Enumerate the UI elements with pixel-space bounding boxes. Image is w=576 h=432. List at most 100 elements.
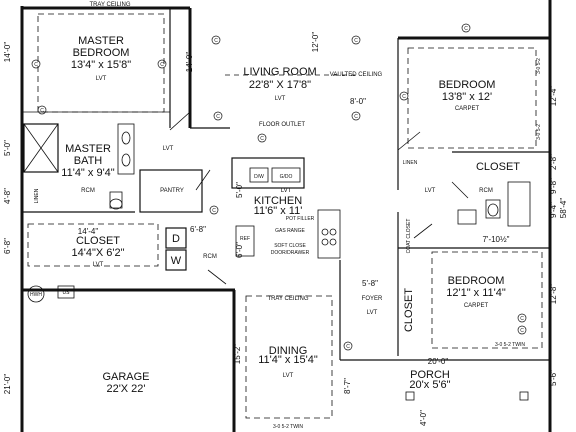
dim-right-3-0-5-2-b: 3-0 5-2: [536, 124, 542, 140]
right-window-label: 3-0 5-2 TWIN: [495, 342, 525, 348]
soft-close-label-1: SOFT CLOSE: [274, 243, 306, 249]
garage-name: GARAGE: [102, 371, 149, 383]
outlet-marker-label: C: [354, 38, 358, 44]
living-room-floor: LVT: [275, 96, 286, 102]
porch-dims: 20'x 5'6": [409, 379, 450, 391]
dim-left-4-8: 4'-8": [3, 188, 12, 204]
closet-left-floor: LVT: [93, 262, 104, 268]
us-label: US: [63, 290, 71, 296]
dining-name: DINING: [269, 345, 308, 357]
dim-closet-14-4: 14'-4": [78, 227, 99, 236]
outlet-marker-label: C: [212, 208, 216, 214]
living-room: LIVING ROOM 22'8" X 17'8" LVT VAULTED CE…: [185, 32, 383, 129]
outlet-marker-label: C: [260, 136, 264, 142]
bedroom-right-floor: CARPET: [455, 106, 480, 112]
dim-master-14-0: 14'-0": [185, 52, 194, 73]
dim-right-9-4: 9'-4": [549, 202, 558, 218]
right-dimensions: 12'-4" 2'-8" 9'-8" 9'-4" 58'-4" 12'-8" 5…: [536, 58, 568, 386]
outlet-marker-label: C: [402, 94, 406, 100]
dim-left-14-0: 14'-0": [3, 42, 12, 63]
rcm-laundry-label: RCM: [203, 254, 217, 260]
garage: GARAGE 22'X 22': [102, 371, 149, 395]
outlet-marker-label: C: [160, 62, 164, 68]
outlet-marker: [351, 35, 361, 45]
linen-right-label: LINEN: [403, 160, 418, 166]
dim-left-5-0: 5'-0": [3, 140, 12, 156]
outlet-marker-label: C: [464, 26, 468, 32]
master-bath-name-2: BATH: [74, 155, 103, 167]
closet-left-name: CLOSET: [76, 235, 120, 247]
kitchen-lvt: LVT: [281, 188, 292, 194]
bath-2: RCM 7'-10½": [457, 181, 531, 244]
pantry-label: PANTRY: [160, 188, 184, 194]
master-bath-dims: 11'4" x 9'4": [61, 167, 114, 179]
bedroom-right: BEDROOM 13'8" x 12' CARPET CLOSET LINEN: [397, 36, 550, 190]
bedroom-right-dims: 13'8" x 12': [442, 91, 492, 103]
dim-porch-20: 20'-0": [428, 357, 449, 366]
dim-kitchen-6-0: 6'-0": [235, 242, 244, 258]
foyer: 5'-8" FOYER LVT LVT: [339, 188, 436, 360]
closet-right-name: CLOSET: [476, 161, 520, 173]
kitchen-name: KITCHEN: [254, 195, 302, 207]
soft-close-label-2: DOOR/DRAWER: [271, 250, 310, 256]
dim-right-12-8: 12'-8": [549, 284, 558, 305]
bedroom-right-name: BEDROOM: [439, 79, 496, 91]
outlet-marker-label: C: [40, 108, 44, 114]
doors: [169, 111, 469, 285]
outlet-marker: [157, 59, 167, 69]
vaulted-ceiling-label: VAULTED CEILING: [330, 72, 383, 78]
porch: 20'-0" PORCH 20'x 5'6" 8'-7" 4'-0": [340, 357, 550, 426]
dim-dining-15-2: 15'-2": [233, 344, 242, 365]
dim-porch-4-0: 4'-0": [419, 410, 428, 426]
dim-right-2-8: 2'-8": [549, 154, 558, 170]
dim-left-21-0: 21'-0": [3, 374, 12, 395]
outlet-marker-label: C: [34, 62, 38, 68]
dim-left-6-8: 6'-8": [3, 238, 12, 254]
hwh-label: HWH: [30, 292, 42, 298]
outlet-marker: [399, 91, 409, 101]
closet-left-dims: 14'4"X 6'2": [72, 247, 125, 259]
disposal-label: G/DO: [280, 174, 293, 180]
outlet-marker-label: C: [520, 316, 524, 322]
living-room-name: LIVING ROOM: [243, 66, 316, 78]
master-bath-name-1: MASTER: [65, 143, 111, 155]
washer-label: W: [171, 255, 182, 267]
master-bedroom-name-2: BEDROOM: [73, 47, 130, 59]
dining: TRAY CEILING DINING 11'4" x 15'4" LVT 3-…: [232, 290, 333, 432]
pot-filler-label: POT FILLER: [286, 216, 315, 222]
outlet-marker: [37, 105, 47, 115]
bedroom-lower-dims: 12'1" x 11'4": [446, 287, 506, 299]
linen-left-label: LINEN: [34, 188, 40, 203]
dim-ref-6-8: 6'-8": [190, 225, 206, 234]
outlet-marker-label: C: [354, 114, 358, 120]
dim-kitchen-5-0: 5'-0": [235, 182, 244, 198]
outlet-marker: [343, 341, 353, 351]
coat-closet-name: COAT CLOSET: [406, 219, 412, 254]
bedroom-lower-floor: CARPET: [464, 303, 489, 309]
living-room-dims: 22'8" X 17'8": [249, 79, 311, 91]
outlet-marker: [213, 111, 223, 121]
closet-vertical-name: CLOSET: [403, 288, 415, 332]
rcm-bath2-label: RCM: [479, 188, 493, 194]
lvt-hall-label: LVT: [163, 146, 174, 152]
dim-hall-8-0: 8'-0": [350, 97, 366, 106]
dim-right-12-4: 12'-4": [549, 86, 558, 107]
dim-living-12-0: 12'-0": [311, 32, 320, 53]
dining-window-label: 3-0 5-2 TWIN: [273, 424, 303, 430]
dim-foyer-5-8: 5'-8": [362, 279, 378, 288]
outlet-marker: [517, 325, 527, 335]
outlet-marker-label: C: [520, 328, 524, 334]
foyer-floor: LVT: [367, 310, 378, 316]
dim-bath-7-10: 7'-10½": [482, 235, 509, 244]
outlet-marker-label: C: [214, 38, 218, 44]
outlet-marker: [257, 133, 267, 143]
dining-floor: LVT: [283, 373, 294, 379]
master-bedroom: TRAY CEILING MASTER BEDROOM 13'4" x 15'8…: [22, 2, 171, 128]
outlet-marker: [209, 205, 219, 215]
lvt-corridor-label: LVT: [425, 188, 436, 194]
floor-outlet-label: FLOOR OUTLET: [259, 122, 305, 128]
outlet-marker-label: C: [216, 114, 220, 120]
closet-left: 14'-4" CLOSET 14'4"X 6'2" LVT D W RCM 6'…: [27, 223, 217, 303]
outlet-marker-label: C: [346, 344, 350, 350]
